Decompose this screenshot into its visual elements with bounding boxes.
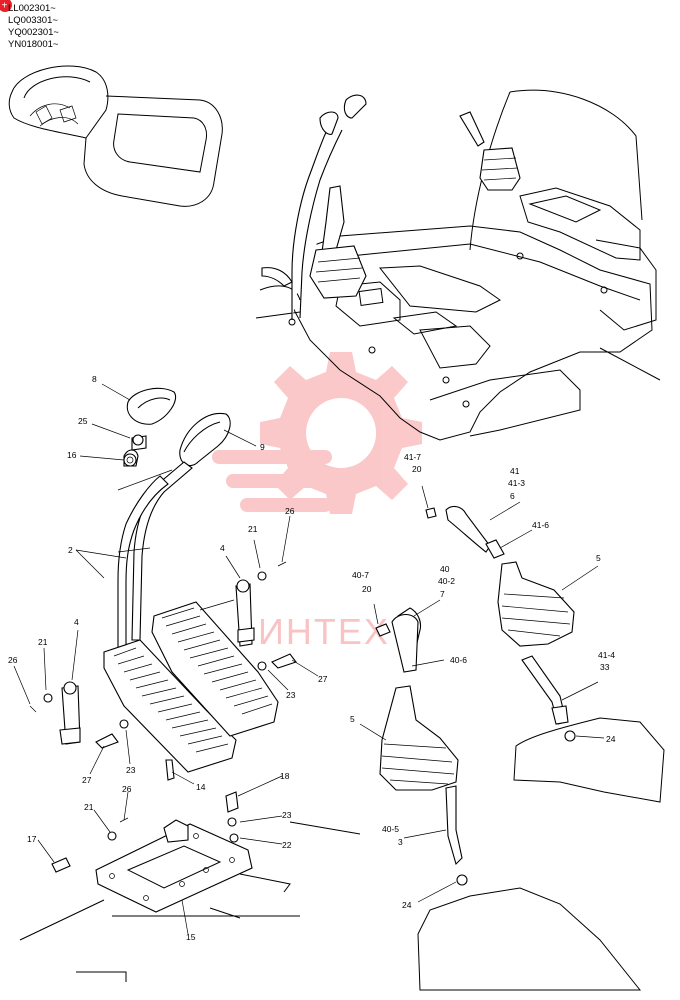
label-p21c: 21: [84, 802, 94, 812]
label-p18: 18: [280, 771, 290, 781]
svg-text:+: +: [2, 1, 8, 12]
label-p3: 3: [398, 837, 403, 847]
console-assembly: [255, 89, 661, 441]
label-p26a: 26: [285, 506, 295, 516]
label-p40_2: 40-2: [438, 576, 455, 586]
label-p27b: 27: [82, 775, 92, 785]
travel-lever-pedal-assembly: [29, 387, 297, 781]
label-p25: 25: [78, 416, 88, 426]
label-p4a: 4: [220, 543, 225, 553]
label-p40: 40: [440, 564, 450, 574]
label-p17: 17: [27, 834, 37, 844]
label-p26c: 26: [122, 784, 132, 794]
label-p16: 16: [67, 450, 77, 460]
label-p24b: 24: [402, 900, 412, 910]
serial-1: LL002301~: [8, 3, 56, 14]
label-p4b: 4: [74, 617, 79, 627]
label-p23b: 23: [126, 765, 136, 775]
serial-number-block: + LL002301~ LQ003301~ YQ002301~ YN018001…: [0, 0, 59, 50]
serial-2: LQ003301~: [8, 15, 58, 26]
label-p40_5: 40-5: [382, 824, 399, 834]
label-p7: 7: [440, 589, 445, 599]
label-p23c: 23: [282, 810, 292, 820]
serial-4: YN018001~: [8, 39, 59, 50]
label-p41: 41: [510, 466, 520, 476]
watermark-gear-logo: [212, 352, 422, 514]
watermark-text: ИНТЕХ: [258, 611, 390, 652]
floor-plate-assembly: [19, 791, 361, 982]
label-p21b: 21: [38, 637, 48, 647]
label-p21a: 21: [248, 524, 258, 534]
label-p33: 33: [600, 662, 610, 672]
label-p8: 8: [92, 374, 97, 384]
label-p27a: 27: [318, 674, 328, 684]
label-p40_6: 40-6: [450, 655, 467, 665]
label-p22: 22: [282, 840, 292, 850]
leader-lines: [13, 383, 605, 935]
label-p26b: 26: [8, 655, 18, 665]
label-p41_6: 41-6: [532, 520, 549, 530]
label-p24a: 24: [606, 734, 616, 744]
label-p41_4: 41-4: [598, 650, 615, 660]
serial-3: YQ002301~: [8, 27, 59, 38]
label-p9: 9: [260, 442, 265, 452]
plus-badge-icon: [0, 0, 12, 12]
label-p6: 6: [510, 491, 515, 501]
label-p20b: 20: [362, 584, 372, 594]
label-p20a: 20: [412, 464, 422, 474]
label-p23a: 23: [286, 690, 296, 700]
right-control-lever-assembly: [375, 505, 665, 991]
label-p2: 2: [68, 545, 73, 555]
label-p14: 14: [196, 782, 206, 792]
label-p15: 15: [186, 932, 196, 942]
part-labels: 8 25 16 9 2 4 21 26 4 21 26 23 27 23 27 …: [8, 374, 616, 942]
inset-seat-sketch: [8, 65, 223, 207]
label-p41_3: 41-3: [508, 478, 525, 488]
label-p5a: 5: [596, 553, 601, 563]
label-p40_7: 40-7: [352, 570, 369, 580]
label-p5b: 5: [350, 714, 355, 724]
label-p41_7: 41-7: [404, 452, 421, 462]
